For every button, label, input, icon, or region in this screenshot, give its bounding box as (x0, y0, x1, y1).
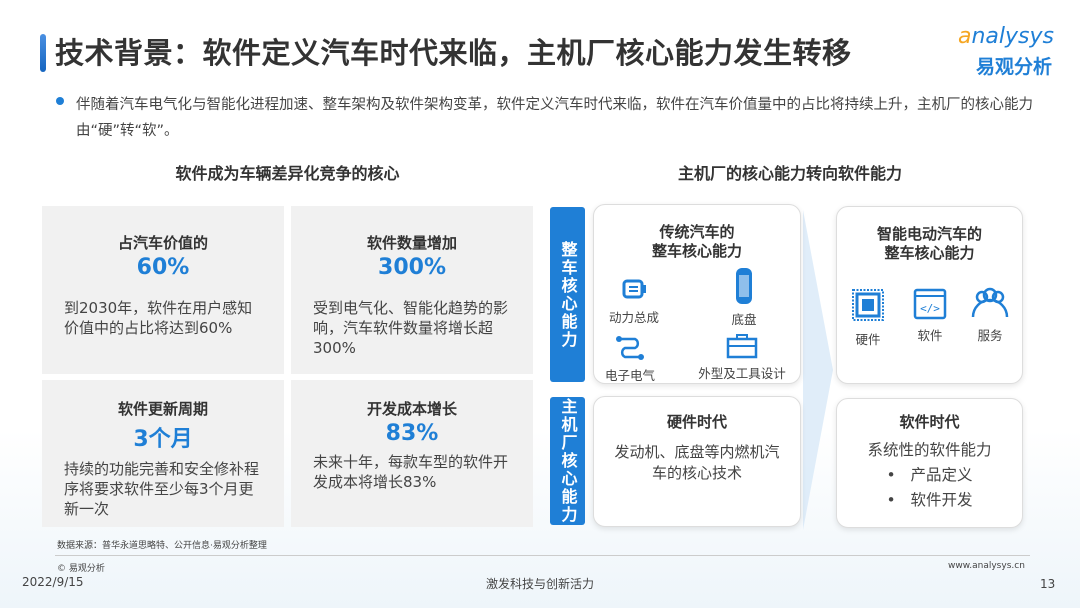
website-link: www.analysys.cn (948, 561, 1025, 571)
users-icon (971, 287, 1009, 318)
arrow-icon (803, 210, 833, 530)
hardware-era-card: 硬件时代 发动机、底盘等内燃机汽车的核心技术 (593, 396, 801, 527)
hardware-item: 硬件 (845, 285, 891, 348)
software-item: </> 软件 (907, 287, 953, 344)
circuit-icon (616, 336, 644, 360)
stat-text: 受到电气化、智能化趋势的影响，汽车软件数量将增长超300% (313, 299, 509, 357)
card-title: 硬件时代 (666, 413, 727, 431)
tab-oem-core: 主机厂核心能力 (550, 397, 585, 525)
stat-text: 持续的功能完善和安全修补程序将要求软件至少每3个月更新一次 (64, 460, 260, 518)
logo: analysys (958, 24, 1054, 49)
tab-vehicle-core: 整车核心能力 (550, 207, 585, 382)
svg-text:</>: </> (920, 302, 940, 315)
stat-title: 占汽车价值的 (117, 234, 208, 252)
bullet-icon (56, 97, 64, 105)
engine-icon (622, 279, 646, 299)
stat-box: 软件更新周期 3个月 持续的功能完善和安全修补程序将要求软件至少每3个月更新一次 (42, 380, 284, 527)
stat-text: 到2030年，软件在用户感知价值中的占比将达到60% (64, 299, 253, 337)
card-title: 智能电动汽车的整车核心能力 (876, 225, 982, 262)
stat-box: 开发成本增长 83% 未来十年，每款车型的软件开发成本将增长83% (291, 380, 533, 527)
stat-value: 3个月 (133, 427, 193, 452)
page-title: 技术背景：软件定义汽车时代来临，主机厂核心能力发生转移 (55, 36, 852, 70)
card-point: • 软件开发 (886, 491, 973, 509)
stat-title: 软件数量增加 (366, 234, 457, 252)
card-text: 系统性的软件能力 (867, 441, 992, 459)
car-chassis-icon (736, 268, 752, 304)
chassis-item: 底盘 (714, 267, 774, 328)
code-window-icon: </> (913, 288, 947, 320)
copyright: © 易观分析 (57, 564, 105, 574)
service-item: 服务 (967, 287, 1013, 344)
electrical-item: 电子电气 (600, 335, 660, 384)
stat-box: 软件数量增加 300% 受到电气化、智能化趋势的影响，汽车软件数量将增长超300… (291, 206, 533, 374)
card-title: 软件时代 (899, 413, 960, 431)
date: 2022/9/15 (22, 575, 84, 589)
traditional-card: 传统汽车的整车核心能力 动力总成 底盘 电子电气 外型及工具设计 (593, 204, 801, 384)
title-accent-bar (40, 34, 46, 72)
intro-text: 伴随着汽车电气化与智能化进程加速、整车架构及软件架构变革，软件定义汽车时代来临，… (76, 97, 1033, 139)
toolbox-icon (726, 334, 758, 359)
page-number: 13 (1040, 577, 1056, 591)
stat-text: 未来十年，每款车型的软件开发成本将增长83% (313, 453, 509, 491)
card-point: • 产品定义 (886, 466, 973, 484)
right-heading: 主机厂的核心能力转向软件能力 (677, 164, 902, 183)
left-heading: 软件成为车辆差异化竞争的核心 (175, 164, 400, 183)
stat-value: 60% (136, 255, 190, 280)
footer-divider (55, 555, 1030, 556)
powertrain-item: 动力总成 (604, 275, 664, 326)
stat-box: 占汽车价值的 60% 到2030年，软件在用户感知价值中的占比将达到60% (42, 206, 284, 374)
software-era-card: 软件时代 系统性的软件能力 • 产品定义 • 软件开发 (836, 398, 1023, 528)
card-text: 发动机、底盘等内燃机汽车的核心技术 (614, 443, 780, 482)
stat-value: 300% (378, 255, 446, 280)
stat-value: 83% (385, 421, 439, 446)
stat-title: 开发成本增长 (366, 400, 457, 418)
source-note: 数据来源：普华永道思略特、公开信息·易观分析整理 (57, 541, 267, 551)
slogan: 激发科技与创新活力 (485, 577, 594, 591)
design-item: 外型及工具设计 (692, 333, 792, 382)
stat-title: 软件更新周期 (117, 400, 208, 418)
chip-icon (852, 289, 884, 321)
card-title: 传统汽车的整车核心能力 (651, 223, 742, 260)
smart-card: 智能电动汽车的整车核心能力 硬件 </> 软件 服务 (836, 206, 1023, 384)
logo-cn: 易观分析 (976, 56, 1053, 78)
